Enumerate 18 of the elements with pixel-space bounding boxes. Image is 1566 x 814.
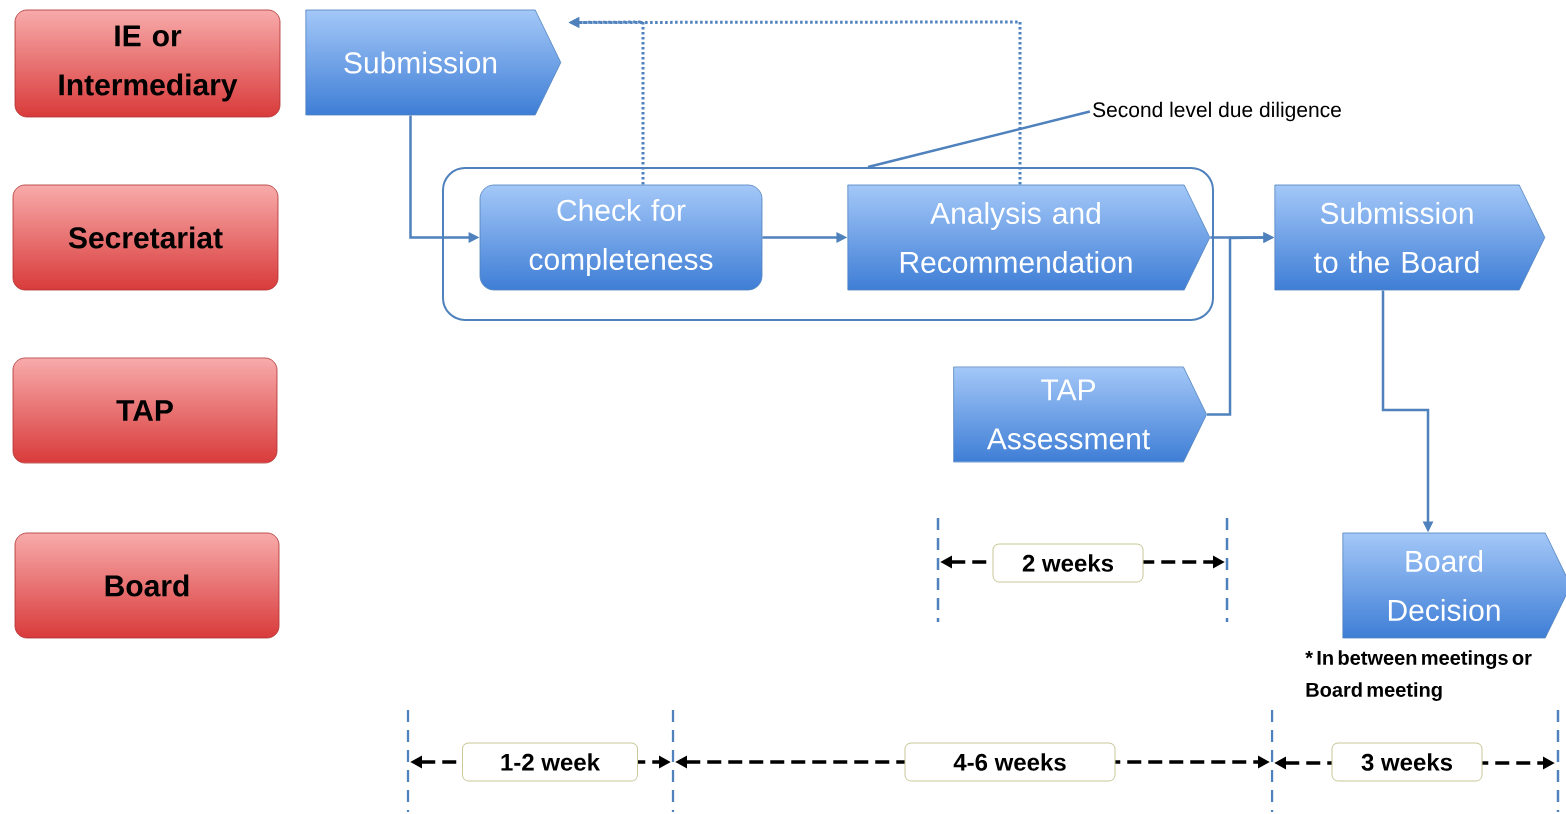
process-arrow-box: TAP Assessment [953,366,1207,463]
lane-label-box: TAP [12,357,278,464]
duration-label: 1-2 week [462,742,638,782]
duration-label: 2 weeks [992,543,1144,583]
process-box: Check for completeness [479,184,763,291]
duration-label: 3 weeks [1331,742,1483,782]
leader-line [867,110,1091,169]
lane-label-box: Board [14,532,280,639]
duration-label: 4-6 weeks [904,742,1116,782]
group-box [442,167,1214,321]
callout-text: Second level due diligence [1093,101,1341,122]
lane-label-box: IE or Intermediary [14,9,281,118]
process-arrow-box: Submission to the Board [1274,184,1546,291]
note-text: * In between meetings or Board meeting [1305,650,1532,701]
lane-label-box: Secretariat [12,184,279,291]
process-arrow-box: Analysis and Recommendation [847,184,1211,291]
process-arrow-box: Submission [305,9,562,116]
process-arrow-box: Board Decision [1342,532,1566,639]
